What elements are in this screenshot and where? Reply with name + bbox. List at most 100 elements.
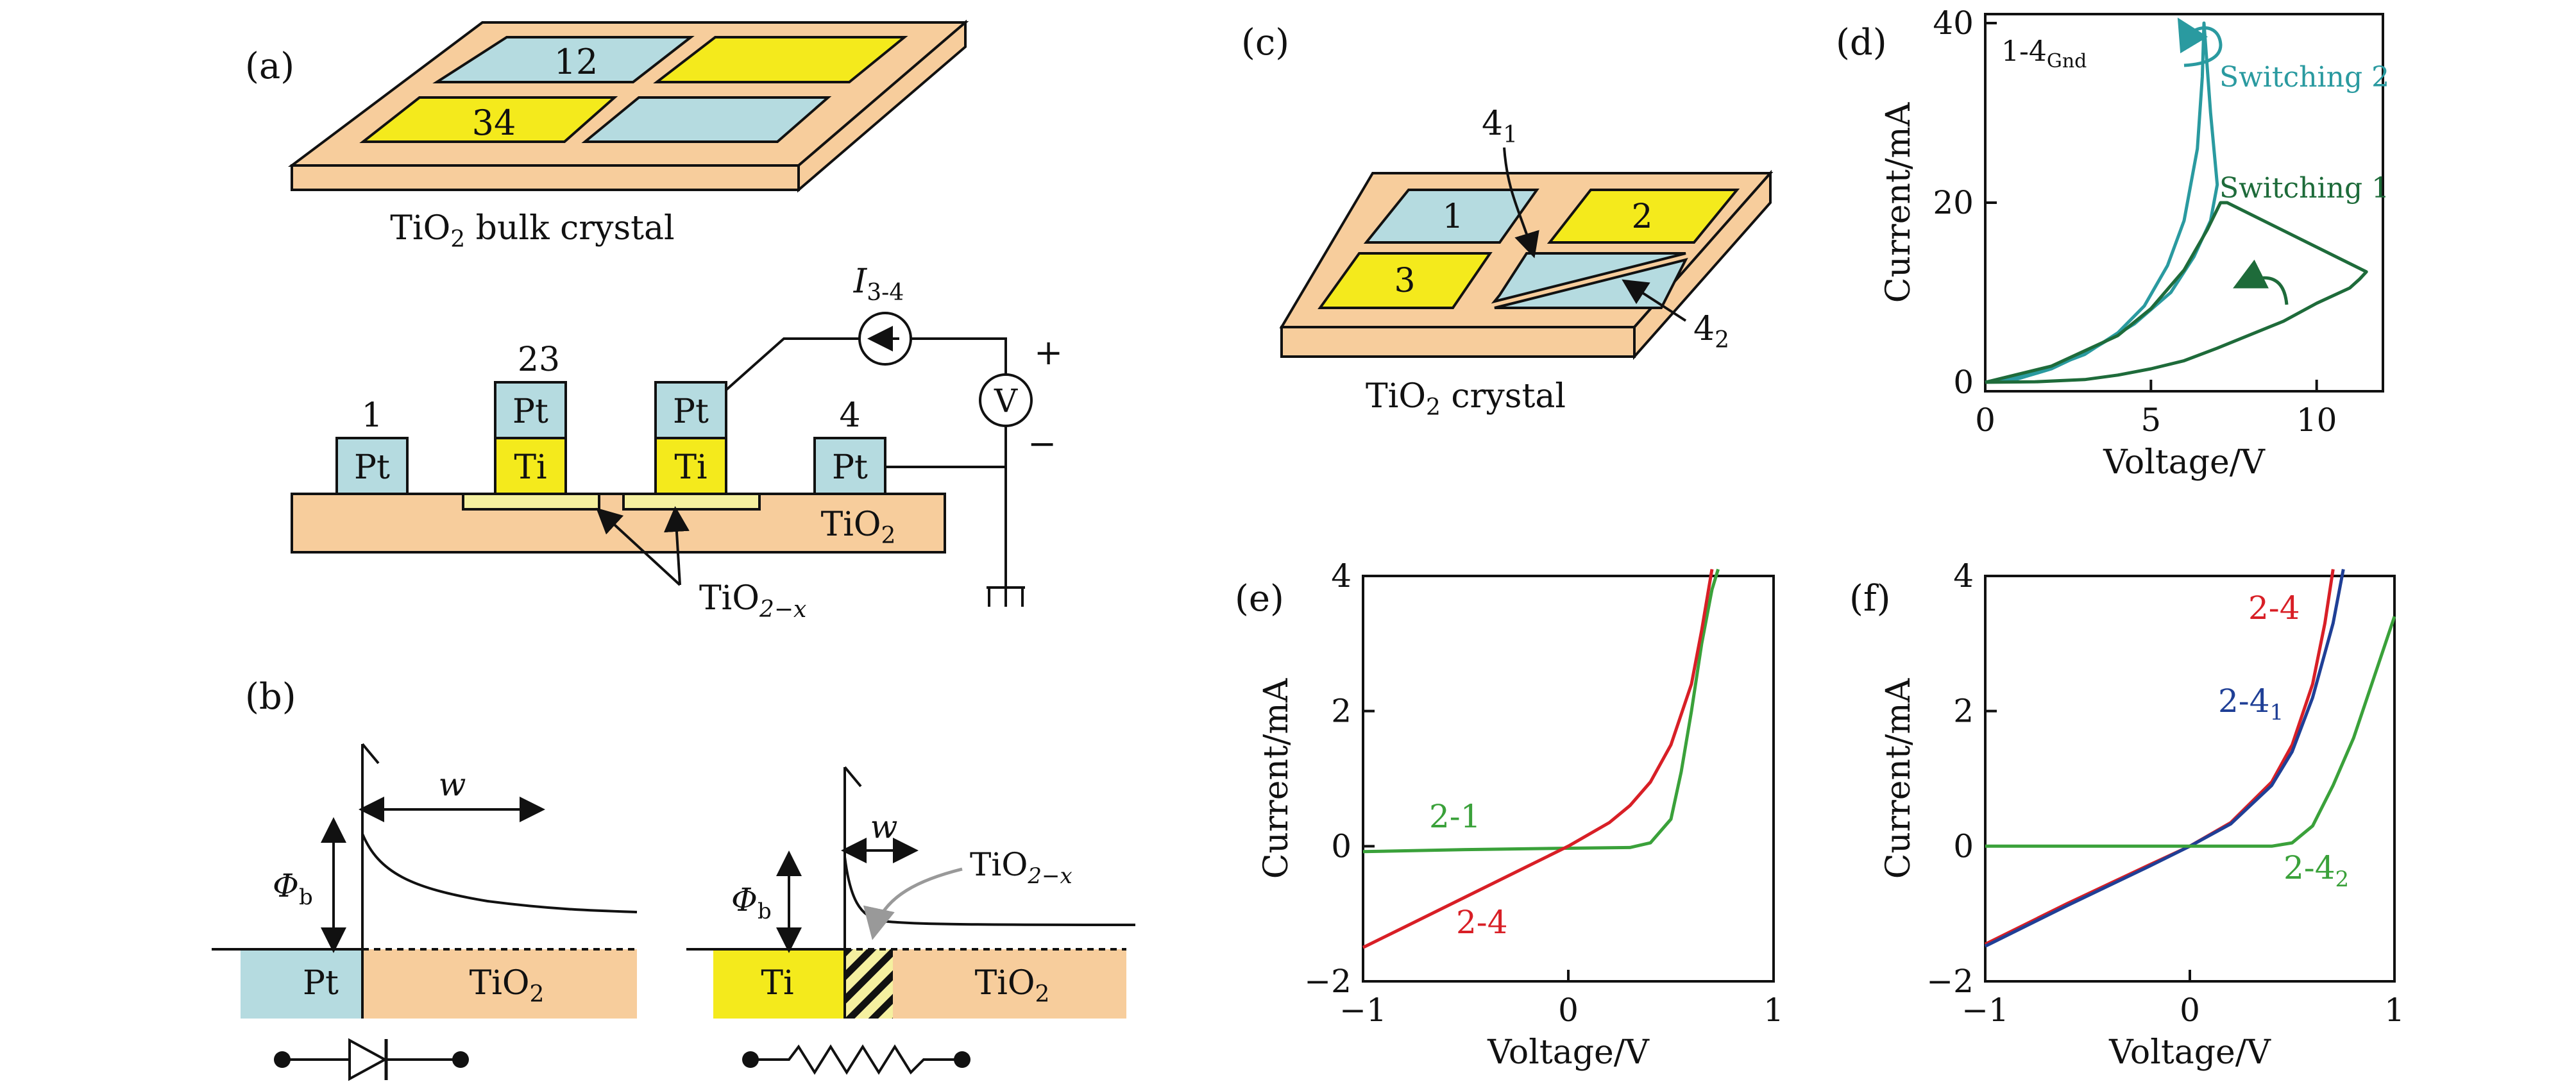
pad-c-41 <box>1491 252 1686 304</box>
pad-label-12: 12 <box>554 42 598 82</box>
crystal-side-face <box>797 19 967 193</box>
panel-e-label: (e) <box>1235 578 1284 620</box>
chart-e-series-1 <box>1362 569 1714 949</box>
barrier-top-left <box>361 743 380 765</box>
chart-e-ytick-label-0: −2 <box>1304 963 1352 1000</box>
diode-symbol <box>348 1038 388 1081</box>
chart-f-xlabel: Voltage/V <box>2108 1033 2271 1072</box>
chart-e-xtick-label-0: −1 <box>1339 992 1387 1029</box>
chart-d-loop-arrow-1 <box>2233 259 2289 305</box>
electrode-4-pt-label: Pt <box>832 448 868 487</box>
band-pt-label: Pt <box>303 964 339 1002</box>
callout-42-arrow <box>1622 279 1687 322</box>
band-bending-right <box>843 856 1136 926</box>
band-pt-block <box>241 949 362 1019</box>
chart-d-annotation: 1-4Gnd <box>2001 35 2087 72</box>
electrode-2-pt <box>494 381 567 439</box>
chart-f-xtick-label-1: 0 <box>2180 992 2200 1029</box>
chart-f-ytick-label-0: −2 <box>1926 963 1974 1000</box>
chart-d-series-0 <box>1985 21 2219 384</box>
electrode-3-pt-label: Pt <box>673 393 709 431</box>
chart-e-xtick-label-1: 0 <box>1558 992 1579 1029</box>
voltmeter-label: V <box>994 382 1018 419</box>
electrode-2-ti <box>494 437 567 495</box>
chart-e-ytick-label-3: 4 <box>1331 557 1352 595</box>
panel-a-label: (a) <box>245 46 294 87</box>
callout-41-arrow <box>1503 147 1539 258</box>
chart-e-xlabel: Voltage/V <box>1487 1033 1650 1072</box>
chart-f-ylabel: Current/mA <box>1879 677 1918 879</box>
crystal-caption: TiO2 bulk crystal <box>390 209 674 253</box>
band-ti-label: Ti <box>761 964 793 1002</box>
chart-d-loop-arrow-2-head <box>2177 17 2208 54</box>
chart-f-series-1 <box>1984 569 2345 948</box>
band-tio2-label-left: TiO2 <box>470 964 545 1008</box>
pad-c-2 <box>1546 189 1740 244</box>
chart-f-series-label-1: 2-41 <box>2218 682 2284 725</box>
resistor-symbol <box>750 1044 962 1075</box>
phi-label-right: Φb <box>731 881 772 924</box>
pad-top-right <box>653 36 908 83</box>
reduced-arrow-right <box>663 506 690 586</box>
panel-b-label: (b) <box>245 676 296 718</box>
electrode-1-pt-label: Pt <box>354 448 390 487</box>
chart-d-xtick-label-0: 0 <box>1975 402 1996 439</box>
pad-34 <box>359 96 618 143</box>
pad-bottom-right <box>581 96 832 143</box>
chart-d-xtick-label-2: 10 <box>2296 402 2337 439</box>
panel-b: (b) Φb w Pt TiO2 Φb <box>212 676 1136 1081</box>
chart-e-xtick-label-2: 1 <box>1763 992 1784 1029</box>
chart-d-switching-2-label: Switching 2 <box>2219 61 2389 94</box>
panel-a: (a) 12 34 TiO2 bulk crystal TiO2 Pt 1 Pt… <box>245 19 1063 623</box>
reduced-arrow-left <box>596 507 681 586</box>
barrier-top-right <box>843 766 862 788</box>
chart-d-xlabel: Voltage/V <box>2103 443 2266 482</box>
panel-c: (c) 1 2 3 41 42 TiO2 crystal <box>1241 22 1774 421</box>
pad-c-3 <box>1318 252 1493 309</box>
pad-c-3-label: 3 <box>1394 262 1415 300</box>
panel-d-label: (d) <box>1836 22 1887 63</box>
chart-e-frame <box>1362 575 1775 983</box>
chart-e-series-label-0: 2-1 <box>1429 798 1481 835</box>
panel-c-label: (c) <box>1241 22 1289 63</box>
pad-c-1 <box>1363 189 1539 244</box>
chart-e-series-label-1: 2-4 <box>1456 904 1508 941</box>
electrode-23-number: 23 <box>518 341 560 379</box>
chart-d-ylabel: Current/mA <box>1879 101 1918 303</box>
reduced-label: TiO2−x <box>699 579 806 623</box>
panel-f-label: (f) <box>1849 578 1890 620</box>
chart-d-ytick-label-1: 20 <box>1933 184 1974 221</box>
chart-d-series-1 <box>1985 201 2368 384</box>
chart-f-ytick-label-3: 4 <box>1953 557 1974 595</box>
wire-top-left <box>725 337 860 391</box>
chart-e-ylabel: Current/mA <box>1257 677 1296 879</box>
electrode-2-ti-label: Ti <box>514 448 547 487</box>
chart-f-ytick-label-2: 2 <box>1953 693 1974 730</box>
phi-label-left: Φb <box>273 867 313 910</box>
band-reduced-block <box>845 949 893 1019</box>
chart-d-switching-1-label: Switching 1 <box>2219 172 2389 205</box>
crystal-front-face <box>291 164 800 191</box>
voltmeter-minus: − <box>1028 423 1056 464</box>
reduced-pointer-arrow <box>863 867 963 940</box>
electrode-2-pt-label: Pt <box>513 393 548 431</box>
electrode-1-pt <box>335 437 409 495</box>
chart-d-ytick-label-0: 0 <box>1953 364 1974 401</box>
substrate-label: TiO2 <box>821 505 896 549</box>
band-tio2-block-left <box>362 949 637 1019</box>
voltmeter-plus: + <box>1034 332 1063 373</box>
pad-label-34: 34 <box>472 103 516 143</box>
electrode-4-number: 4 <box>839 396 860 435</box>
callout-42-label: 42 <box>1693 310 1729 353</box>
current-label: I3-4 <box>853 262 904 306</box>
chart-d-xtick-label-1: 5 <box>2140 402 2161 439</box>
chart-f-frame <box>1984 575 2396 983</box>
chart-f-series-2 <box>1985 616 2396 848</box>
electrode-3-ti-label: Ti <box>674 448 707 487</box>
callout-41-label: 41 <box>1482 105 1518 148</box>
pad-12 <box>432 36 695 83</box>
reduced-label-band: TiO2−x <box>970 846 1072 889</box>
